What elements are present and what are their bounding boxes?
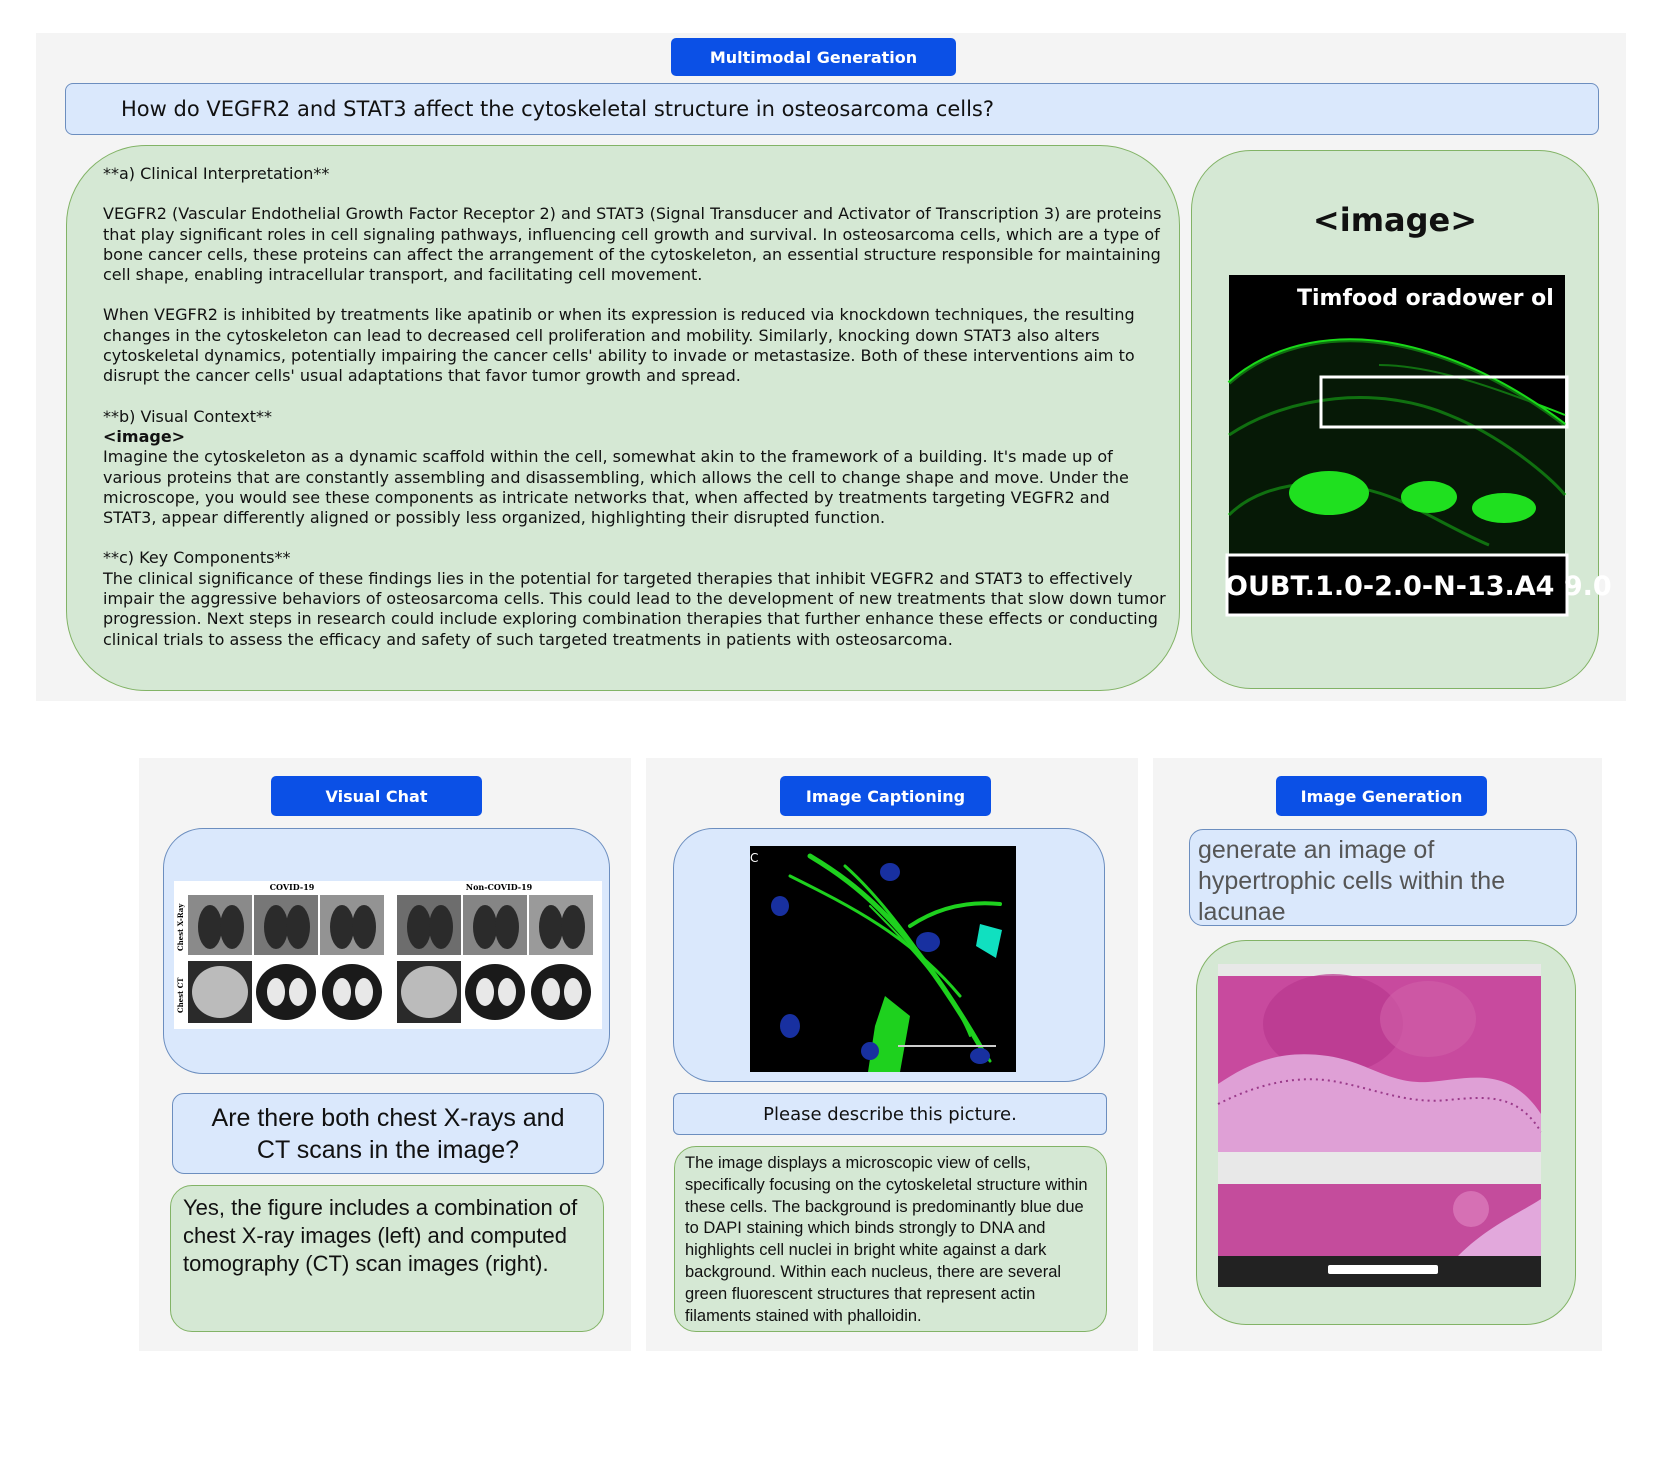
visual-chat-answer: Yes, the figure includes a combination o… [170, 1185, 604, 1332]
section-a-heading: **a) Clinical Interpretation** [103, 164, 330, 183]
multimodal-answer: **a) Clinical Interpretation** VEGFR2 (V… [66, 145, 1180, 691]
section-c-paragraph: The clinical significance of these findi… [103, 568, 1166, 649]
visual-chat-title: Visual Chat [271, 776, 482, 816]
fluorescence-image-bottom-text: OUBT.1.0-2.0-N-13.A4 9.0 [1225, 571, 1612, 602]
figure-label-covid: COVID-19 [270, 882, 315, 892]
row-label-xray: Chest X-Ray [176, 903, 185, 951]
section-c: **c) Key Components** The clinical signi… [103, 548, 1167, 649]
image-captioning-question: Please describe this picture. [673, 1093, 1107, 1135]
image-captioning-title: Image Captioning [780, 776, 991, 816]
fluorescence-microscopy-image: Timfood oradower ol OUBT.1.0-2.0-N-13.A4… [1225, 275, 1612, 617]
row-label-ct: Chest CT [176, 977, 185, 1013]
image-generation-prompt: generate an image of hypertrophic cells … [1189, 829, 1577, 926]
fluorescence-image-top-text: Timfood oradower ol [1297, 286, 1554, 311]
multimodal-generation-title: Multimodal Generation [671, 38, 956, 76]
section-a-paragraph-2: When VEGFR2 is inhibited by treatments l… [103, 305, 1135, 386]
image-generation-title: Image Generation [1276, 776, 1487, 816]
panel-letter-c: C [750, 851, 758, 865]
cytoskeleton-microscopy-image: C [750, 846, 1016, 1072]
section-b-heading: **b) Visual Context** [103, 406, 273, 426]
section-a-paragraph-1: VEGFR2 (Vascular Endothelial Growth Fact… [103, 204, 1162, 285]
chest-xray-ct-figure: COVID-19 Non-COVID-19 Chest X-Ray Chest … [174, 881, 602, 1029]
section-b-image-tag: <image> [103, 426, 186, 446]
section-b: **b) Visual Context** <image> Imagine th… [103, 407, 1167, 529]
figure-label-non-covid: Non-COVID-19 [466, 882, 533, 892]
multimodal-question: How do VEGFR2 and STAT3 affect the cytos… [65, 83, 1599, 135]
histology-he-image [1217, 964, 1542, 1287]
section-b-paragraph: Imagine the cytoskeleton as a dynamic sc… [103, 447, 1129, 528]
visual-chat-question: Are there both chest X-rays and CT scans… [172, 1093, 604, 1174]
image-tag-label: <image> [1312, 201, 1478, 239]
image-captioning-answer: The image displays a microscopic view of… [674, 1146, 1107, 1332]
section-c-heading: **c) Key Components** [103, 548, 291, 568]
